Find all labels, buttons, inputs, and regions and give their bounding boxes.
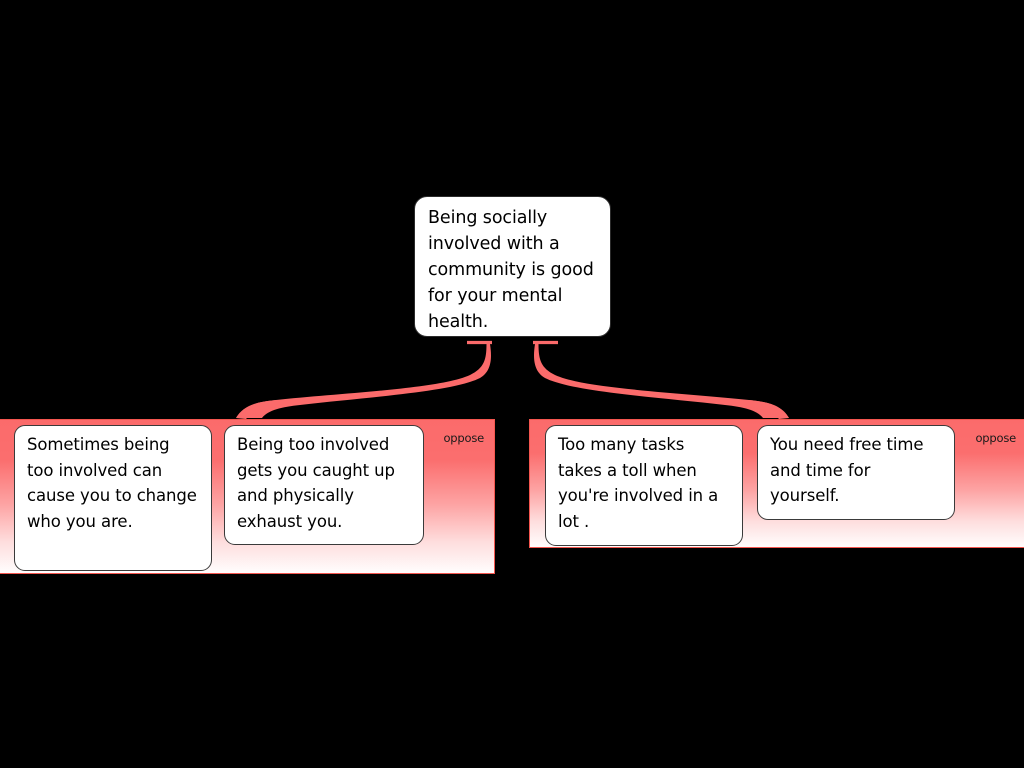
connector-ribbon-left-hook [236,400,276,419]
claim-box[interactable]: Being socially involved with a community… [414,196,611,337]
connector-ribbon-right-hook [749,400,789,419]
connector-ribbon-right [534,344,789,418]
relation-label-oppose-right: oppose [975,431,1016,445]
premise-box-right-1[interactable]: Too many tasks takes a toll when you're … [545,425,743,546]
relation-label-oppose-left: oppose [443,431,484,445]
connector-ribbon-left [236,344,491,418]
premise-box-left-1[interactable]: Sometimes being too involved can cause y… [14,425,212,571]
premise-box-right-2[interactable]: You need free time and time for yourself… [757,425,955,520]
premise-box-left-2[interactable]: Being too involved gets you caught up an… [224,425,424,545]
